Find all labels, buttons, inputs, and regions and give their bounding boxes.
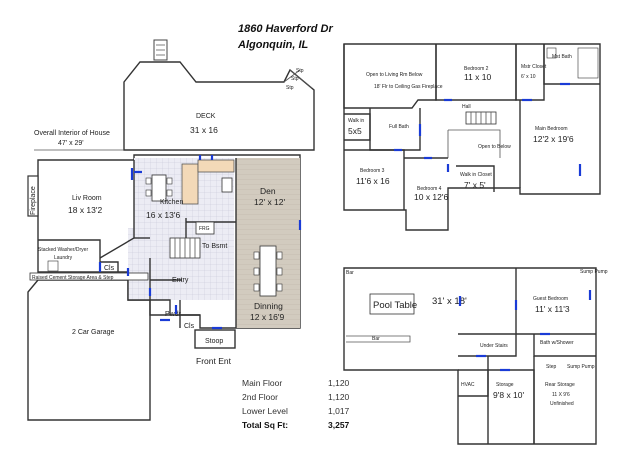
fridge (195, 221, 215, 235)
second-floor-value: 1,120 (328, 392, 350, 402)
dining-table (259, 245, 277, 297)
open-below-label: Open to Below (478, 144, 511, 150)
powder-label: Pwdr (165, 311, 182, 318)
rec-room-size: 31' x 18' (432, 296, 467, 307)
stoop-label: Stoop (205, 338, 223, 345)
den-floor (236, 158, 300, 328)
bedroom3-name: Bedroom 3 (360, 168, 385, 174)
lower-level-value: 1,017 (328, 406, 350, 416)
overall-size: 47' x 29' (58, 140, 84, 147)
walk-in-size: 5x5 (348, 126, 362, 136)
dinning-size: 12 x 16'9 (250, 312, 285, 322)
overall-label: Overall Interior of House (34, 130, 110, 137)
liv-room-name: Liv Room (72, 195, 102, 202)
square-footage-summary: Main Floor 1,120 2nd Floor 1,120 Lower L… (242, 378, 350, 430)
bar-top-label: Bar (346, 270, 354, 276)
garage-label: 2 Car Garage (72, 329, 115, 336)
full-bath-label: Full Bath (389, 124, 409, 130)
step-label-2: Stp (291, 76, 299, 82)
second-floor-label: 2nd Floor (242, 392, 278, 402)
bedroom4-name: Bedroom 4 (417, 186, 442, 192)
lower-level-plan: Bar Pool Table 31' x 18' Guest Bedroom 1… (343, 267, 608, 445)
front-entrance-label: Front Ent (196, 356, 232, 366)
kitchen-size: 16 x 13'6 (146, 210, 181, 220)
closet2-label: Cls (184, 323, 195, 330)
mstr-closet-name: Mstr Closet (521, 64, 547, 70)
washer-dryer-label: Stacked Washer/Dryer (38, 247, 88, 253)
bedroom3-size: 11'6 x 16 (356, 176, 390, 186)
walk-in-name: Walk in (348, 118, 364, 124)
dinning-name: Dinning (254, 301, 283, 311)
fireplace-box (27, 175, 39, 217)
sump-pump-b-label: Sump Pump (567, 364, 595, 370)
rear-storage-note: Unfinished (550, 401, 574, 407)
deck-size: 31 x 16 (190, 125, 218, 135)
step-label: Step (546, 364, 557, 370)
bedroom2-name: Bedroom 2 (464, 66, 489, 72)
upper-floor-plan: Open to Living Rm Below 18' Flr to Ceili… (343, 43, 601, 231)
total-label: Total Sq Ft: (242, 420, 288, 430)
kitchen-counter (181, 163, 199, 205)
fireplace-note: 18' Flr to Ceiling Gas Fireplace (374, 84, 443, 90)
closet-label: Cls (104, 265, 115, 272)
rear-storage-size: 11 X 9'6 (552, 392, 570, 398)
step-label-1: Stp (296, 68, 304, 74)
den-name: Den (260, 186, 276, 196)
step-label-3: Stp (286, 85, 294, 91)
garage-outline (27, 279, 151, 421)
pool-table-label: Pool Table (373, 300, 417, 311)
pool-table (369, 293, 415, 315)
sump-pump-label: Sump Pump (580, 269, 608, 275)
walk-in-closet-size: 7' x 5' (464, 180, 486, 190)
fridge-label: FRG (199, 226, 210, 232)
main-floor-plan: DECK 31 x 16 Stp Stp Stp Overall Interio… (27, 39, 315, 421)
entry-label: Entry (172, 277, 189, 284)
upper-floor-outline (343, 43, 601, 231)
rear-storage-name: Rear Storage (545, 382, 575, 388)
main-bedroom-name: Main Bedroom (535, 126, 568, 132)
address-title: 1860 Haverford Dr (238, 23, 333, 35)
raised-cement-label: Raised Cement Storage Area & Step (32, 275, 114, 281)
open-to-living-label: Open to Living Rm Below (366, 72, 423, 78)
storage-name: Storage (496, 382, 514, 388)
lower-level-label: Lower Level (242, 406, 288, 416)
main-floor-value: 1,120 (328, 378, 350, 388)
kitchen-table (151, 174, 167, 202)
bath-shower-label: Bath w/Shower (540, 340, 574, 346)
kitchen-counter-top (197, 159, 235, 173)
to-basement-label: To Bsmt (202, 243, 227, 250)
mstr-closet-size: 6' x 10 (521, 74, 536, 80)
stoop (194, 329, 236, 349)
kitchen-name: Kitchen (160, 199, 183, 206)
liv-room-size: 18 x 13'2 (68, 205, 103, 215)
bedroom4-size: 10 x 12'6 (414, 192, 449, 202)
main-floor-label: Main Floor (242, 378, 282, 388)
laundry-label: Laundry (54, 255, 73, 261)
guest-bedroom-name: Guest Bedroom (533, 296, 568, 302)
city-title: Algonquin, IL (237, 39, 309, 51)
bedroom2-size: 11 x 10 (464, 72, 492, 82)
under-stairs-label: Under Stairs (480, 343, 508, 349)
lower-level-outline (343, 267, 597, 445)
walk-in-closet-name: Walk in Closet (460, 172, 492, 178)
mst-bath-label: Mst Bath (552, 54, 572, 60)
hvac-label: HVAC (461, 382, 475, 388)
hall-label: Hall (462, 104, 471, 110)
fireplace-label: Fireplace (30, 186, 37, 215)
storage-size: 9'8 x 10' (493, 390, 525, 400)
guest-bedroom-size: 11' x 11'3 (535, 304, 570, 314)
total-value: 3,257 (328, 420, 350, 430)
bar-label: Bar (372, 336, 380, 342)
deck-label: DECK (196, 113, 216, 120)
deck-outline (123, 61, 315, 151)
stove (221, 177, 233, 193)
den-size: 12' x 12' (254, 197, 286, 207)
main-bedroom-size: 12'2 x 19'6 (533, 134, 574, 144)
